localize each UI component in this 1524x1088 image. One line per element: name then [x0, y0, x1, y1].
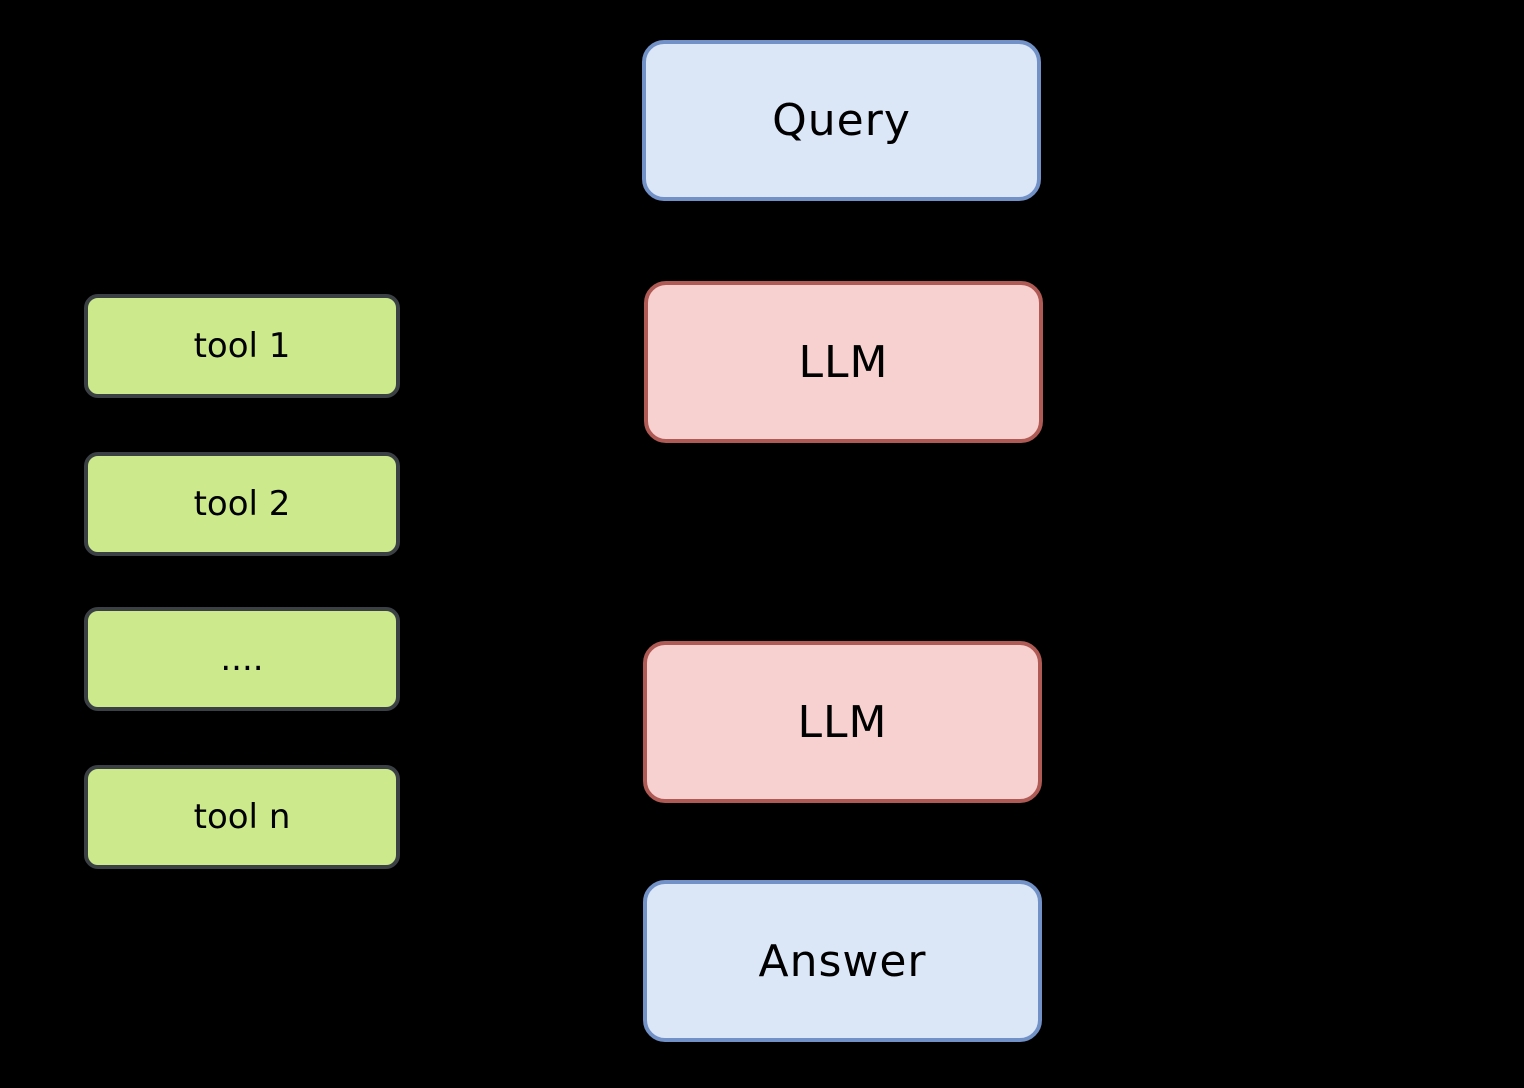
query-node: Query	[642, 40, 1041, 201]
tool-2-node: tool 2	[84, 452, 400, 556]
llm-top-node: LLM	[644, 281, 1043, 443]
llm-bottom-node: LLM	[643, 641, 1042, 803]
answer-label: Answer	[758, 935, 927, 987]
tool-ellipsis-label: ....	[220, 639, 264, 679]
tool-n-label: tool n	[193, 797, 291, 837]
query-label: Query	[772, 95, 911, 146]
answer-node: Answer	[643, 880, 1042, 1042]
llm-bottom-label: LLM	[797, 696, 888, 748]
tool-1-label: tool 1	[193, 326, 291, 366]
tool-2-label: tool 2	[193, 484, 291, 524]
tool-ellipsis-node: ....	[84, 607, 400, 711]
tool-n-node: tool n	[84, 765, 400, 869]
tool-1-node: tool 1	[84, 294, 400, 398]
llm-top-label: LLM	[798, 336, 889, 388]
